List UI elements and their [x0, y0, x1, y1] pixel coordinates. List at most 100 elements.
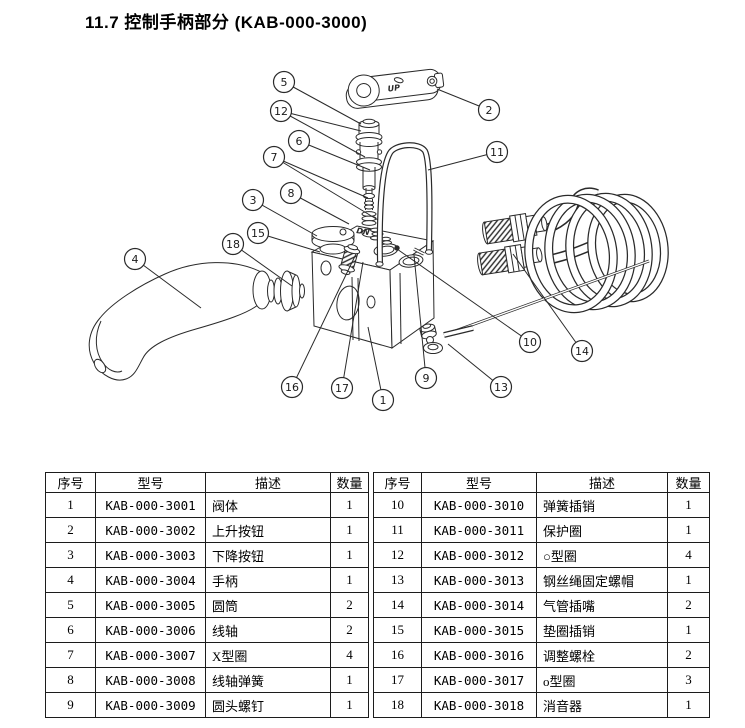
- callout-9: [414, 366, 438, 390]
- table-cell: 1: [667, 692, 710, 718]
- column-header: 型号: [421, 472, 537, 493]
- callout-4: [123, 247, 147, 271]
- callout-number-8: 8: [288, 187, 295, 200]
- table-cell: 14: [373, 592, 422, 618]
- callout-10: [518, 330, 542, 354]
- section-title: 11.7 控制手柄部分 (KAB-000-3000): [85, 13, 368, 32]
- callout-18: [221, 232, 245, 256]
- table-cell: KAB-000-3006: [95, 617, 206, 643]
- column-header: 序号: [45, 472, 96, 493]
- exploded-diagram: UP: [88, 68, 669, 412]
- table-cell: 1: [330, 667, 369, 693]
- bracket-up-label: UP: [387, 83, 400, 93]
- table-cell: 2: [667, 642, 710, 668]
- callout-15: [246, 221, 270, 245]
- table-cell: 圆筒: [205, 592, 331, 618]
- table-cell: 下降按钮: [205, 542, 331, 568]
- table-cell: 圆头螺钉: [205, 692, 331, 718]
- coil-hose: [524, 192, 669, 314]
- table-cell: 钢丝绳固定螺帽: [536, 567, 668, 593]
- leader-line-17: [341, 261, 364, 389]
- callout-13: [489, 375, 513, 399]
- table-cell: 2: [45, 517, 96, 543]
- callout-number-16: 16: [285, 381, 299, 394]
- table-cell: KAB-000-3003: [95, 542, 206, 568]
- table-cell: 9: [45, 692, 96, 718]
- callout-number-1: 1: [380, 394, 387, 407]
- table-cell: 线轴: [205, 617, 331, 643]
- spool-stack: [355, 118, 383, 226]
- table-cell: 垫圈插销: [536, 617, 668, 643]
- callout-number-17: 17: [335, 382, 349, 395]
- table-cell: X型圈: [205, 642, 331, 668]
- leader-line-12: [280, 110, 362, 132]
- leader-line-6: [298, 140, 371, 171]
- table-cell: 10: [373, 492, 422, 518]
- table-cell: 3: [667, 667, 710, 693]
- column-header: 型号: [95, 472, 206, 493]
- table-cell: 2: [330, 617, 369, 643]
- table-cell: 4: [45, 567, 96, 593]
- table-cell: 调整螺栓: [536, 642, 668, 668]
- callout-number-15: 15: [251, 227, 265, 240]
- valve-body: DN: [310, 225, 435, 349]
- leader-line-13: [447, 343, 502, 388]
- table-cell: KAB-000-3016: [421, 642, 537, 668]
- callout-7: [262, 145, 286, 169]
- leader-line-4: [134, 258, 202, 309]
- table-cell: 1: [330, 517, 369, 543]
- table-cell: 1: [330, 567, 369, 593]
- leader-line-5: [283, 81, 362, 125]
- table-cell: 保护圈: [536, 517, 668, 543]
- leader-line-3: [252, 199, 318, 237]
- leader-line-1: [367, 326, 384, 401]
- table-cell: KAB-000-3011: [421, 517, 537, 543]
- table-cell: 阀体: [205, 492, 331, 518]
- table-cell: 1: [330, 542, 369, 568]
- leader-line-10: [396, 248, 531, 343]
- table-cell: 弹簧插销: [536, 492, 668, 518]
- table-cell: KAB-000-3013: [421, 567, 537, 593]
- leader-line-14: [512, 253, 583, 352]
- table-cell: 上升按钮: [205, 517, 331, 543]
- table-cell: KAB-000-3001: [95, 492, 206, 518]
- callout-number-2: 2: [486, 104, 493, 117]
- table-cell: KAB-000-3012: [421, 542, 537, 568]
- table-cell: KAB-000-3015: [421, 617, 537, 643]
- column-header: 数量: [667, 472, 710, 493]
- leader-line-12: [280, 110, 366, 158]
- table-cell: KAB-000-3007: [95, 642, 206, 668]
- table-cell: KAB-000-3004: [95, 567, 206, 593]
- table-cell: o型圈: [536, 667, 668, 693]
- table-cell: 1: [45, 492, 96, 518]
- callout-14: [570, 339, 594, 363]
- table-cell: 6: [45, 617, 96, 643]
- handle: [88, 262, 272, 381]
- callout-number-6: 6: [296, 135, 303, 148]
- table-cell: 12: [373, 542, 422, 568]
- steel-cable: [443, 259, 650, 338]
- callout-6: [287, 129, 311, 153]
- callout-number-12: 12: [274, 105, 288, 118]
- callout-number-14: 14: [575, 345, 589, 358]
- callout-2: [477, 98, 501, 122]
